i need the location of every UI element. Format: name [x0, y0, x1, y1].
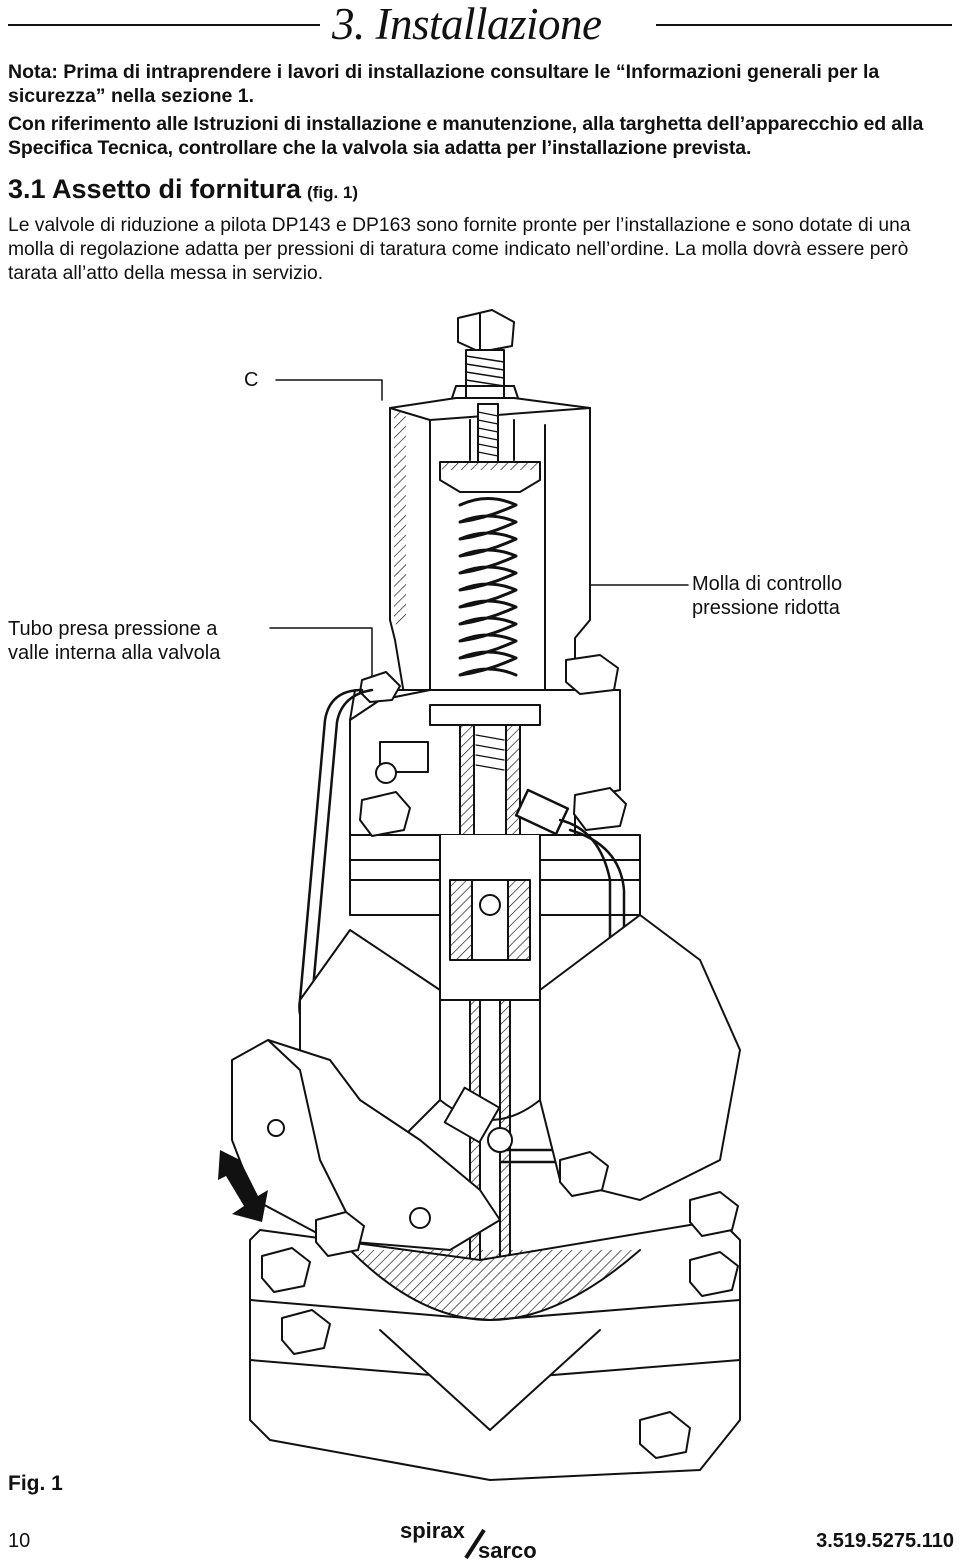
header-rule-left — [8, 24, 320, 26]
callout-control-spring: Molla di controllo pressione ridotta — [692, 572, 842, 620]
document-code: 3.519.5275.110 — [816, 1530, 954, 1552]
page-number: 10 — [8, 1530, 31, 1552]
pilot-body — [349, 654, 621, 861]
logo-text-bottom: sarco — [478, 1538, 537, 1562]
intro-paragraph: Con riferimento alle Istruzioni di insta… — [8, 113, 924, 159]
callout-c: C — [244, 369, 259, 391]
control-spring — [458, 497, 518, 677]
section-header: 3. Installazione — [8, 0, 952, 49]
figure-caption: Fig. 1 — [8, 1472, 63, 1495]
adjusting-screw — [449, 309, 521, 405]
callout-sensing-pipe-line1: Tubo presa pressione a — [8, 618, 218, 640]
callout-control-spring-line2: pressione ridotta — [692, 597, 840, 619]
spirax-sarco-logo: spirax sarco — [400, 1518, 537, 1562]
header-rule-right — [656, 24, 952, 26]
callout-sensing-pipe-line2: valle interna alla valvola — [8, 642, 221, 664]
flow-arrow-icon — [218, 1150, 268, 1222]
callout-sensing-pipe: Tubo presa pressione a valle interna all… — [8, 617, 220, 665]
section-title: 3. Installazione — [332, 0, 602, 49]
diaphragm-chamber — [349, 787, 641, 1001]
logo-text-top: spirax — [400, 1518, 466, 1543]
body-paragraph: Le valvole di riduzione a pilota DP143 e… — [8, 215, 911, 284]
safety-note: Nota: Prima di intraprendere i lavori di… — [8, 61, 880, 107]
subsection-heading: 3.1 Assetto di fornitura (fig. 1) — [8, 172, 358, 210]
figure-reference: (fig. 1) — [307, 183, 359, 202]
callout-control-spring-line1: Molla di controllo — [692, 573, 843, 595]
subsection-title: 3.1 Assetto di fornitura — [8, 174, 302, 204]
main-valve-body — [231, 914, 741, 1481]
